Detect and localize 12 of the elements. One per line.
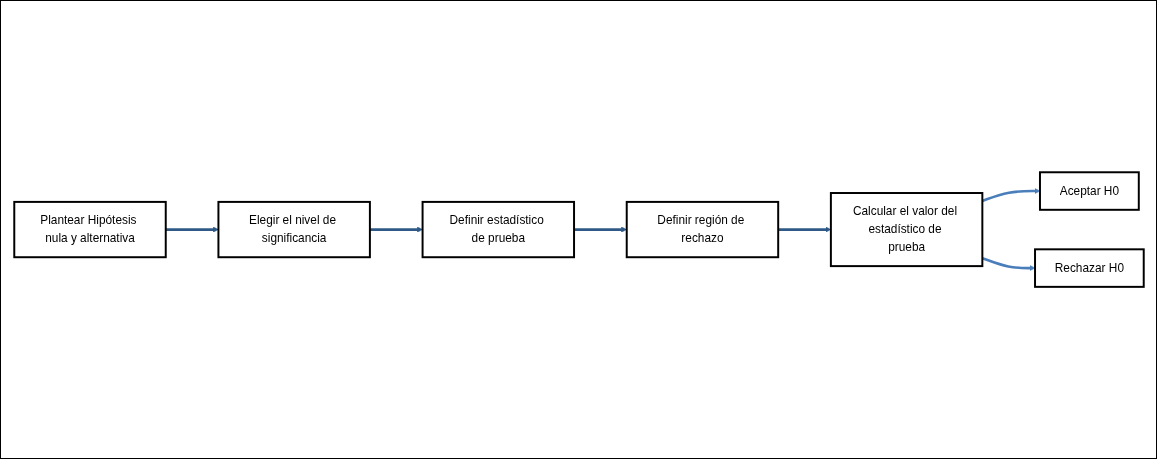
arrow xyxy=(981,256,1035,271)
node-box: Elegir el nivel de significancia xyxy=(216,200,371,259)
node-box: Aceptar H0 xyxy=(1038,171,1140,211)
node-box: Definir estadístico de prueba xyxy=(421,200,575,259)
node-box: Plantear Hipótesis nula y alternativa xyxy=(12,200,167,259)
arrow xyxy=(573,226,627,233)
node-box: Rechazar H0 xyxy=(1033,248,1145,288)
arrow xyxy=(369,226,423,233)
node-box: Calcular el valor del estadístico de prueba xyxy=(829,191,983,268)
node-box: Definir región de rechazo xyxy=(625,200,779,259)
arrow xyxy=(777,226,831,233)
arrow xyxy=(981,188,1040,203)
